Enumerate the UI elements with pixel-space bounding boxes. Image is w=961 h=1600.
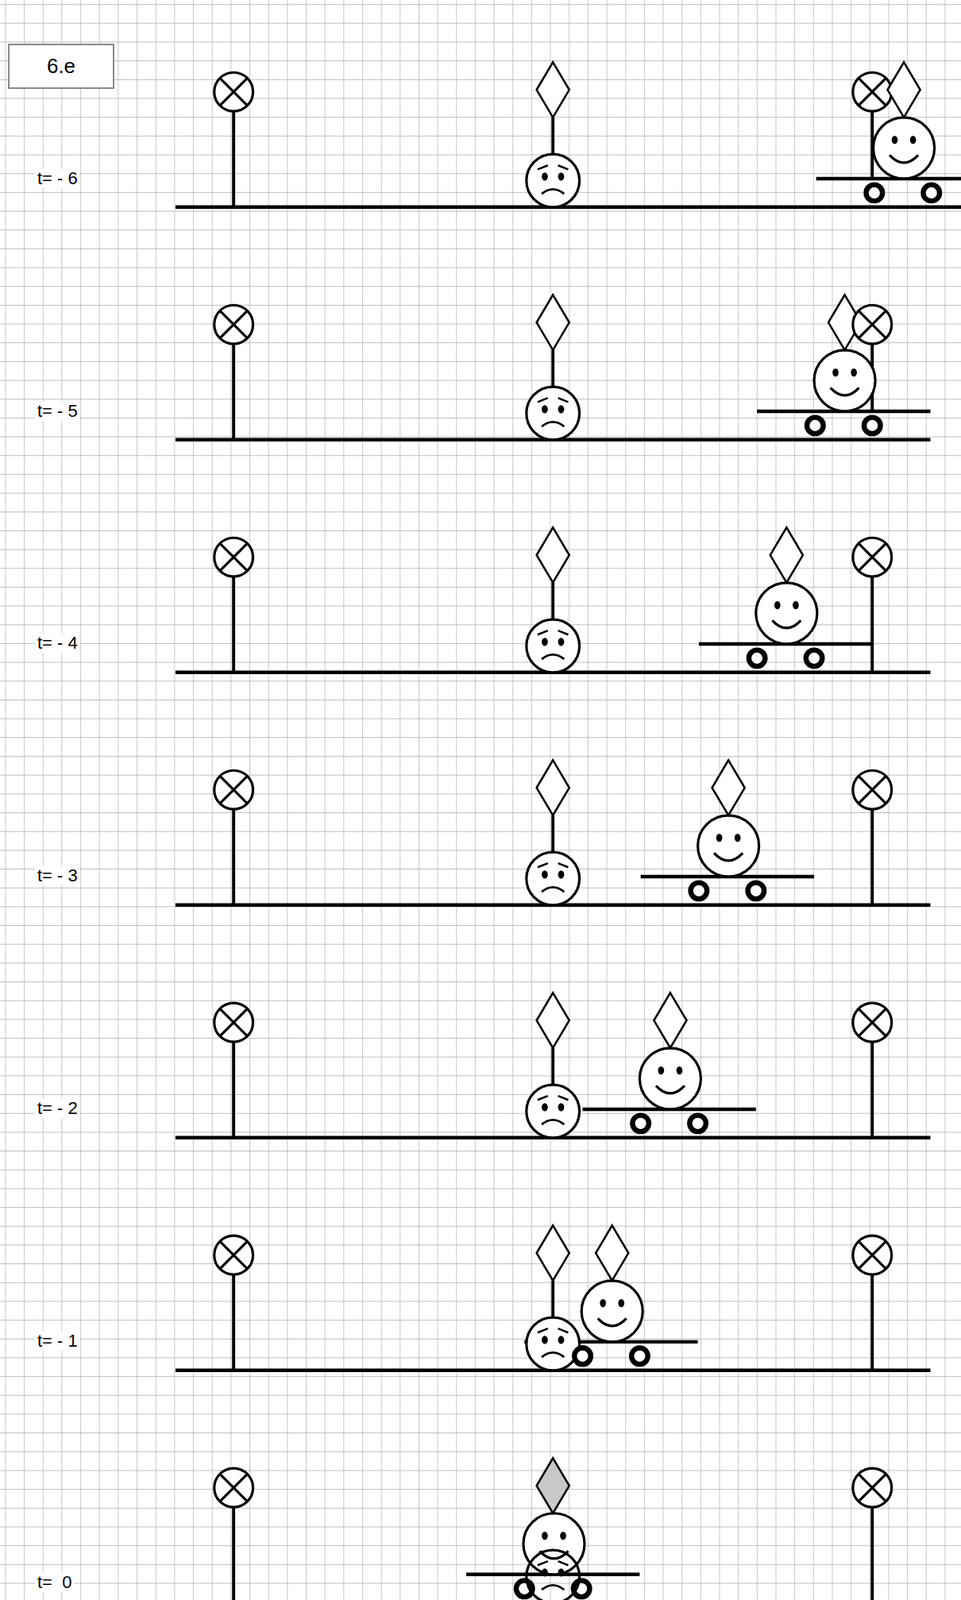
frame [175,527,931,672]
time-label: t= - 5 [34,401,81,421]
frame [175,294,931,440]
time-label: t= - 3 [34,866,81,886]
time-label: t= 0 [34,1573,74,1593]
panel-label: 6.e [46,54,76,79]
frame [175,61,961,207]
time-label: t= - 4 [34,633,81,653]
frame [175,992,931,1138]
time-label: t= - 1 [34,1331,81,1351]
frame [175,760,931,905]
frame [175,1458,931,1600]
time-label: t= - 6 [34,169,81,189]
time-label: t= - 2 [34,1099,81,1119]
frame [175,1225,931,1371]
label-box: 6.e [7,43,115,89]
